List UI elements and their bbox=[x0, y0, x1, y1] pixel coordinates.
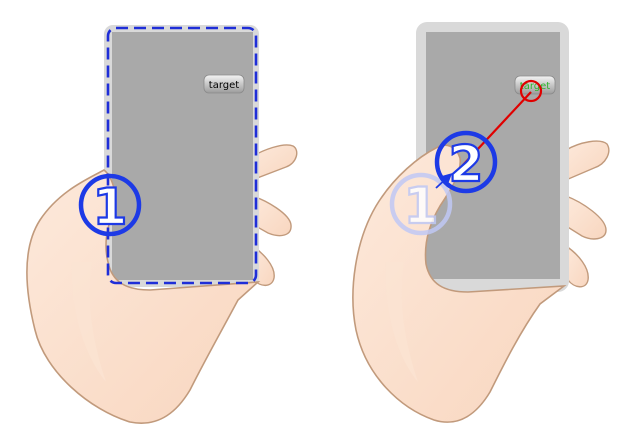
step-2-marker: 2 bbox=[434, 130, 498, 194]
touch-point-circle bbox=[519, 79, 543, 103]
step-2-label: 2 bbox=[449, 135, 484, 193]
step-1-marker: 1 bbox=[78, 173, 142, 237]
hand-palm-2 bbox=[352, 144, 567, 423]
drag-path-line bbox=[462, 91, 532, 166]
step-1-faded-label: 1 bbox=[404, 177, 439, 235]
target-button-label-2: target bbox=[520, 81, 550, 92]
step-1-label: 1 bbox=[93, 178, 128, 236]
phone-screen-1 bbox=[112, 32, 253, 280]
target-button-1[interactable]: target bbox=[203, 74, 245, 94]
target-button-label-1: target bbox=[209, 80, 239, 91]
panel-1: target 1 bbox=[26, 25, 298, 424]
step-1-faded-marker: 1 bbox=[389, 172, 453, 236]
target-button-2[interactable]: target bbox=[514, 75, 556, 95]
screen-highlight-dashed bbox=[106, 26, 258, 285]
phone-1 bbox=[104, 25, 259, 287]
panel-2: target 1 2 bbox=[352, 22, 610, 423]
hand-palm-1 bbox=[26, 169, 261, 424]
hand-fingers-back-2 bbox=[565, 140, 610, 288]
